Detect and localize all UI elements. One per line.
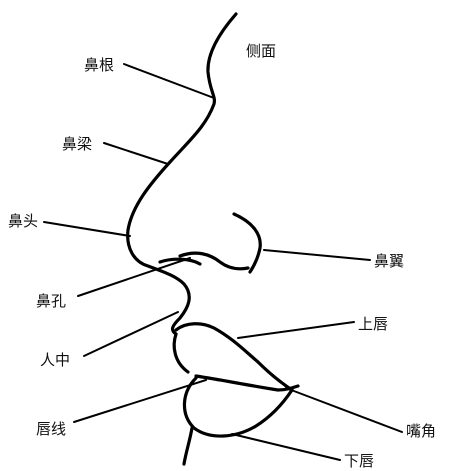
label-nostril: 鼻孔 [36, 292, 67, 310]
label-ala: 鼻翼 [374, 252, 405, 270]
label-nasal-root: 鼻根 [84, 56, 115, 74]
nose-profile-line [126, 12, 238, 336]
leader-nasal-root [123, 63, 215, 99]
lower-lip-line [182, 376, 294, 438]
upper-lip-left [172, 332, 190, 374]
leader-lip-line [73, 379, 207, 423]
label-lip-line: 唇线 [36, 420, 67, 438]
leader-ala [263, 249, 371, 261]
label-nose-tip: 鼻头 [8, 212, 39, 230]
leader-nasal-bridge [103, 142, 169, 165]
leader-upper-lip [237, 321, 355, 339]
label-lower-lip: 下唇 [344, 452, 375, 470]
nostril-line [178, 251, 250, 271]
label-philtrum: 人中 [40, 351, 71, 369]
chin-line [182, 426, 194, 466]
view-label: 侧面 [246, 42, 277, 60]
nostril-line-inner [158, 257, 202, 266]
leader-philtrum [83, 311, 179, 357]
label-upper-lip: 上唇 [358, 315, 389, 333]
ala-line [232, 212, 262, 274]
label-mouth-corner: 嘴角 [406, 422, 437, 440]
lip-line [194, 374, 300, 392]
upper-lip-line [174, 322, 294, 392]
leader-mouth-corner [285, 387, 403, 433]
leader-nose-tip [43, 221, 131, 237]
leader-nostril [77, 257, 191, 297]
leader-lower-lip [231, 433, 341, 461]
label-nasal-bridge: 鼻梁 [62, 135, 93, 153]
